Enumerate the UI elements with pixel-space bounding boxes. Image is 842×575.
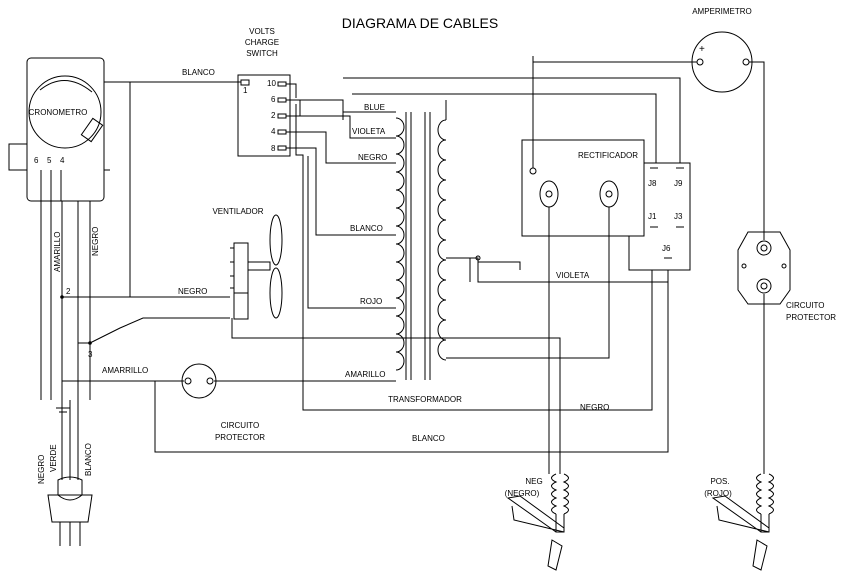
jumper-j1: J1 bbox=[648, 212, 657, 221]
wire-amarillo-right: AMARILLO bbox=[345, 370, 385, 379]
plug-wire-negro: NEGRO bbox=[37, 455, 46, 484]
timer-pin-5: 5 bbox=[47, 156, 52, 165]
diagram-title: DIAGRAMA DE CABLES bbox=[342, 15, 498, 31]
switch-label-1: VOLTS bbox=[249, 27, 275, 36]
jumper-j9: J9 bbox=[674, 179, 683, 188]
circuit-breaker-right: CIRCUITO PROTECTOR bbox=[737, 231, 836, 322]
ammeter-plus-sign: + bbox=[699, 44, 705, 55]
switch-pin-4: 4 bbox=[271, 127, 276, 136]
wire-blanco-bottom: BLANCO bbox=[412, 434, 445, 443]
wiring bbox=[40, 56, 765, 474]
clamp-pos-label-1: POS. bbox=[710, 477, 729, 486]
fan-label: VENTILADOR bbox=[212, 207, 263, 216]
jumper-j8: J8 bbox=[648, 179, 657, 188]
switch-label-3: SWITCH bbox=[246, 49, 278, 58]
breaker-right-label-1: CIRCUITO bbox=[786, 301, 825, 310]
power-plug: NEGRO VERDE BLANCO bbox=[37, 400, 93, 546]
timer-label: CRONOMETRO bbox=[29, 108, 88, 117]
jumper-j3: J3 bbox=[674, 212, 683, 221]
wire-negro-upper: NEGRO bbox=[358, 153, 387, 162]
switch-pin-8: 8 bbox=[271, 144, 276, 153]
node-3: 3 bbox=[88, 350, 93, 359]
wire-rojo: ROJO bbox=[360, 297, 382, 306]
jumper-j6: J6 bbox=[662, 244, 671, 253]
breaker-left-label-1: CIRCUITO bbox=[221, 421, 260, 430]
rectifier-label: RECTIFICADOR bbox=[578, 151, 638, 160]
switch-pin-6: 6 bbox=[271, 95, 276, 104]
plug-wire-blanco: BLANCO bbox=[84, 443, 93, 476]
wire-amarillo-vertical: AMARILLO bbox=[53, 232, 62, 272]
clamp-positive: POS. (ROJO) bbox=[704, 473, 774, 571]
clamp-neg-label-1: NEG bbox=[525, 477, 542, 486]
wire-violeta-right: VIOLETA bbox=[556, 271, 590, 280]
wire-blanco-mid: BLANCO bbox=[350, 224, 383, 233]
ammeter: AMPERIMETRO + bbox=[691, 7, 753, 93]
fan: VENTILADOR bbox=[212, 207, 283, 320]
volts-charge-switch: VOLTS CHARGE SWITCH 10 1 6 2 4 8 bbox=[237, 27, 291, 157]
ammeter-label: AMPERIMETRO bbox=[692, 7, 752, 16]
wire-blue: BLUE bbox=[364, 103, 385, 112]
node-2: 2 bbox=[66, 287, 71, 296]
transformer: TRANSFORMADOR bbox=[388, 112, 462, 404]
wire-negro-vertical: NEGRO bbox=[91, 227, 100, 256]
wire-negro-bottom: NEGRO bbox=[580, 403, 609, 412]
transformer-label: TRANSFORMADOR bbox=[388, 395, 462, 404]
breaker-right-label-2: PROTECTOR bbox=[786, 313, 836, 322]
timer-pin-6: 6 bbox=[34, 156, 39, 165]
breaker-left-label-2: PROTECTOR bbox=[215, 433, 265, 442]
circuit-breaker-left: CIRCUITO PROTECTOR bbox=[181, 363, 265, 442]
switch-pin-10: 10 bbox=[267, 79, 276, 88]
clamp-negative: NEG (NEGRO) bbox=[505, 473, 569, 571]
rectifier: RECTIFICADOR J8 J9 J1 J3 J6 bbox=[521, 139, 691, 271]
switch-pin-1: 1 bbox=[243, 86, 248, 95]
switch-pin-2: 2 bbox=[271, 111, 276, 120]
wire-amarillo-left: AMARRILLO bbox=[102, 366, 148, 375]
switch-label-2: CHARGE bbox=[245, 38, 279, 47]
wire-blanco-top: BLANCO bbox=[182, 68, 215, 77]
wire-violeta-upper: VIOLETA bbox=[352, 127, 386, 136]
clamp-neg-label-2: (NEGRO) bbox=[505, 489, 540, 498]
timer-pin-4: 4 bbox=[60, 156, 65, 165]
clamp-pos-label-2: (ROJO) bbox=[704, 489, 732, 498]
timer: CRONOMETRO 6 5 4 bbox=[8, 57, 110, 202]
wire-negro-fan: NEGRO bbox=[178, 287, 207, 296]
plug-wire-verde: VERDE bbox=[49, 444, 58, 472]
